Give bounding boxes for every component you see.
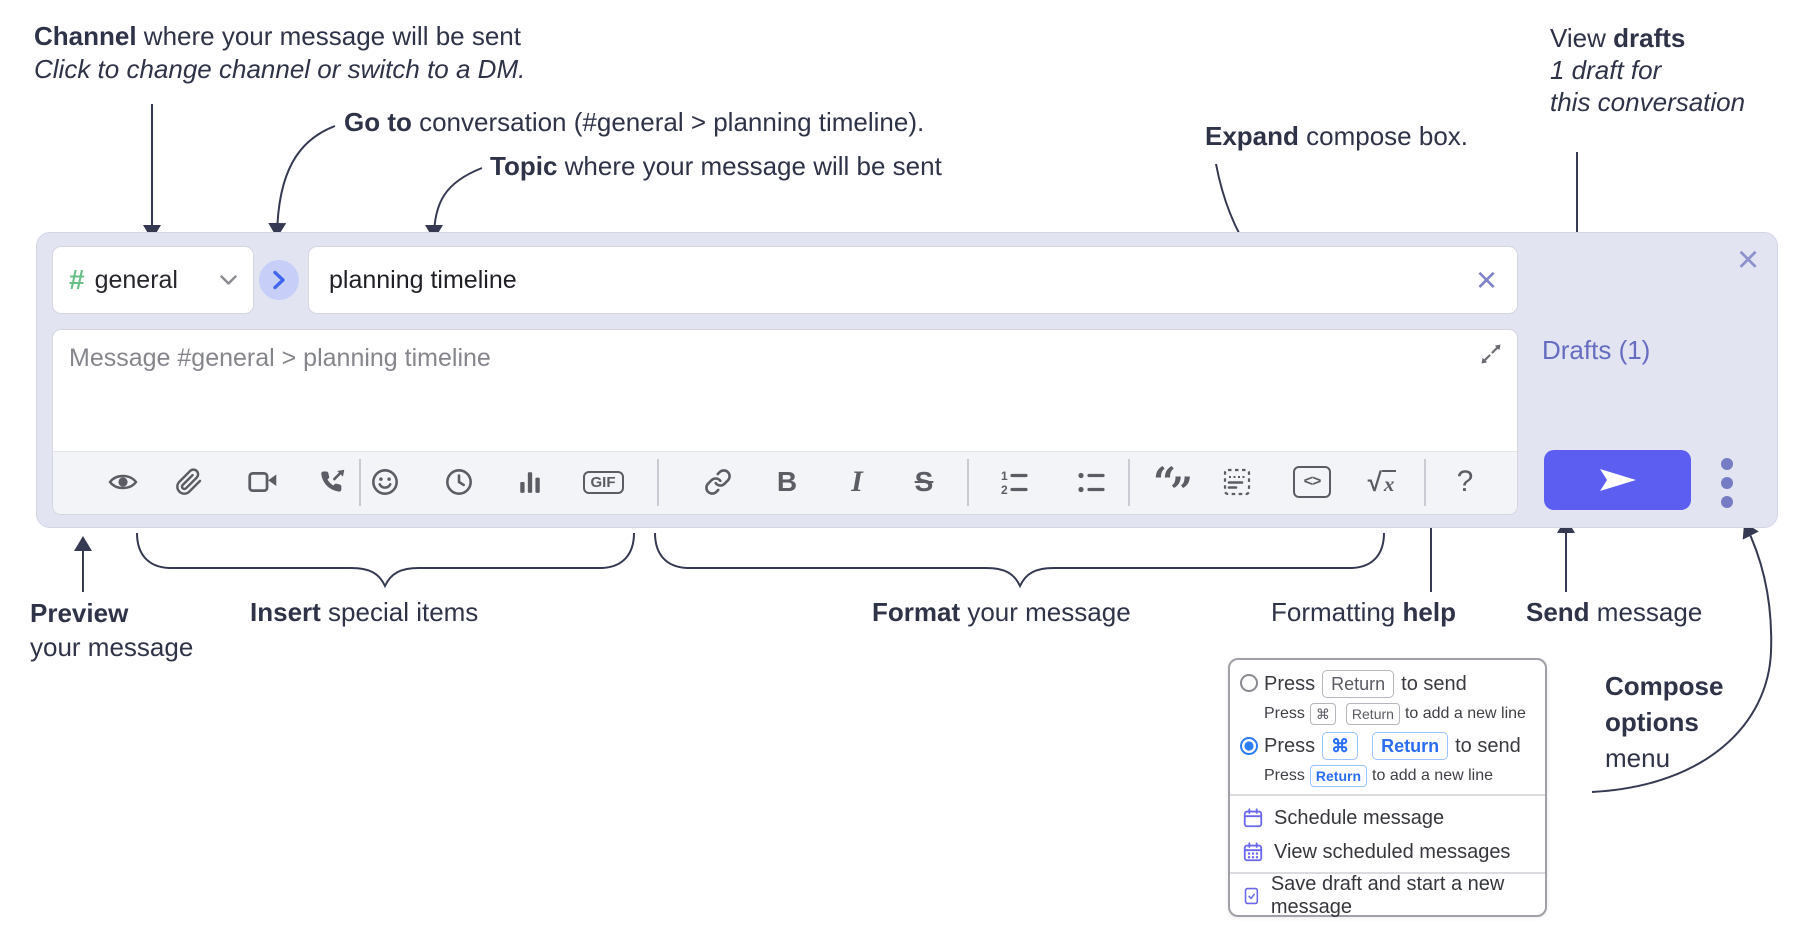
send-plane-icon bbox=[1599, 469, 1636, 491]
toolbar-divider bbox=[359, 459, 361, 506]
expand-annotation: Expand compose box. bbox=[1205, 121, 1469, 151]
strikethrough-icon: S bbox=[914, 466, 934, 497]
poll-button[interactable] bbox=[506, 458, 554, 506]
topic-annotation: Topic where your message will be sent bbox=[490, 151, 942, 181]
compose-options-menu-button[interactable] bbox=[1721, 458, 1734, 515]
return-key: Return bbox=[1322, 670, 1395, 698]
bulleted-list-button[interactable] bbox=[1067, 458, 1115, 506]
calendar-icon bbox=[1243, 808, 1263, 828]
popup-divider bbox=[1230, 872, 1545, 874]
gif-icon: GIF bbox=[582, 470, 624, 494]
expand-compose-icon[interactable] bbox=[1479, 342, 1503, 371]
emoji-button[interactable] bbox=[361, 458, 409, 506]
bold-icon: B bbox=[776, 466, 798, 497]
preview-annotation: Preview your message bbox=[30, 598, 194, 662]
quote-button[interactable]: “ ” bbox=[1149, 458, 1197, 516]
radio-unselected-icon[interactable] bbox=[1239, 673, 1259, 693]
cmd-key: ⌘ bbox=[1322, 732, 1359, 760]
save-draft-item[interactable]: Save draft and start a new message bbox=[1242, 873, 1545, 918]
chevron-right-icon bbox=[273, 270, 285, 290]
cmd-key: ⌘ bbox=[1309, 703, 1336, 725]
bold-button[interactable]: B bbox=[763, 458, 811, 506]
voice-call-button[interactable] bbox=[308, 458, 356, 506]
compose-toolbar: GIF B I bbox=[53, 451, 1517, 516]
message-placeholder: Message #general > planning timeline bbox=[69, 344, 491, 372]
paperclip-icon bbox=[176, 468, 202, 495]
toolbar-divider bbox=[1424, 459, 1426, 506]
math-button[interactable]: √x bbox=[1358, 458, 1406, 506]
channel-hash-icon: # bbox=[69, 264, 85, 295]
eye-icon bbox=[108, 474, 138, 490]
format-annotation: Format your message bbox=[872, 597, 1131, 627]
italic-icon: I bbox=[851, 465, 863, 498]
link-button[interactable] bbox=[694, 458, 742, 506]
phone-call-icon bbox=[321, 469, 345, 492]
preview-button[interactable] bbox=[99, 458, 147, 506]
formatting-help-button[interactable]: ? bbox=[1441, 458, 1489, 506]
svg-text:1: 1 bbox=[1001, 469, 1008, 483]
bar-chart-icon bbox=[520, 472, 540, 493]
radio-selected-icon[interactable] bbox=[1239, 736, 1259, 756]
toolbar-divider bbox=[657, 459, 659, 506]
calendar-grid-icon bbox=[1243, 842, 1263, 862]
clock-icon bbox=[446, 469, 472, 495]
code-icon: <> bbox=[1293, 466, 1331, 498]
attach-file-button[interactable] bbox=[165, 458, 213, 506]
bulleted-list-icon bbox=[1078, 472, 1105, 493]
return-key: Return bbox=[1309, 765, 1368, 787]
ellipsis-dot bbox=[1721, 496, 1733, 508]
popup-divider bbox=[1230, 794, 1545, 796]
clear-topic-icon[interactable]: × bbox=[1475, 259, 1497, 300]
chevron-down-icon bbox=[220, 274, 237, 285]
compose-options-popup: Press Return to send Press ⌘ Return to a… bbox=[1228, 658, 1547, 918]
topic-value: planning timeline bbox=[329, 265, 517, 294]
code-button[interactable]: <> bbox=[1288, 458, 1336, 506]
compose-options-annotation: Compose options menu bbox=[1605, 671, 1724, 773]
schedule-message-item[interactable]: Schedule message bbox=[1242, 802, 1444, 834]
send-button[interactable] bbox=[1544, 450, 1691, 510]
time-mention-button[interactable] bbox=[435, 458, 483, 506]
return-key: Return bbox=[1372, 732, 1449, 760]
enter-sends-subtext: Press ⌘ Return to add a new line bbox=[1264, 702, 1526, 726]
go-to-conversation-button[interactable] bbox=[259, 260, 299, 300]
view-drafts-annotation: View drafts 1 draft for this conversatio… bbox=[1550, 23, 1746, 117]
insert-annotation: Insert special items bbox=[250, 597, 479, 627]
send-annotation: Send message bbox=[1526, 597, 1703, 627]
cmd-enter-sends-subtext: Press Return to add a new line bbox=[1264, 764, 1493, 788]
numbered-list-icon: 12 bbox=[1001, 469, 1028, 495]
enter-sends-option[interactable]: Press Return to send bbox=[1264, 668, 1467, 700]
ellipsis-dot bbox=[1721, 458, 1733, 470]
spoiler-icon bbox=[1223, 468, 1251, 496]
video-camera-icon bbox=[248, 471, 277, 493]
view-scheduled-messages-item[interactable]: View scheduled messages bbox=[1242, 836, 1510, 868]
channel-picker[interactable]: # general bbox=[52, 246, 254, 314]
message-input-area[interactable]: Message #general > planning timeline bbox=[52, 329, 1518, 516]
strikethrough-button[interactable]: S bbox=[900, 458, 948, 506]
close-compose-icon[interactable]: × bbox=[1737, 239, 1760, 281]
question-mark-icon: ? bbox=[1456, 465, 1474, 498]
italic-button[interactable]: I bbox=[833, 458, 881, 506]
link-icon bbox=[705, 469, 731, 495]
math-icon: √x bbox=[1367, 466, 1397, 497]
drafts-link[interactable]: Drafts (1) bbox=[1542, 335, 1651, 365]
cmd-enter-sends-option[interactable]: Press ⌘ Return to send bbox=[1264, 730, 1521, 762]
compose-box: # general planning timeline × × Message … bbox=[36, 232, 1778, 528]
topic-input[interactable]: planning timeline × bbox=[308, 246, 1518, 314]
channel-name: general bbox=[94, 265, 178, 294]
goto-annotation: Go to conversation (#general > planning … bbox=[344, 107, 925, 137]
svg-text:2: 2 bbox=[1001, 483, 1008, 495]
formatting-help-annotation: Formatting help bbox=[1271, 597, 1456, 627]
spoiler-button[interactable] bbox=[1213, 458, 1261, 506]
return-key: Return bbox=[1345, 703, 1400, 725]
draft-check-icon bbox=[1244, 887, 1259, 905]
toolbar-divider bbox=[967, 459, 969, 506]
gif-button[interactable]: GIF bbox=[579, 458, 627, 506]
channel-annotation: Channel where your message will be sent … bbox=[34, 21, 526, 84]
video-call-button[interactable] bbox=[239, 458, 287, 506]
ellipsis-dot bbox=[1721, 477, 1733, 489]
quote-icon: “ ” bbox=[1153, 459, 1193, 516]
toolbar-divider bbox=[1128, 459, 1130, 506]
smiley-icon bbox=[372, 469, 398, 495]
